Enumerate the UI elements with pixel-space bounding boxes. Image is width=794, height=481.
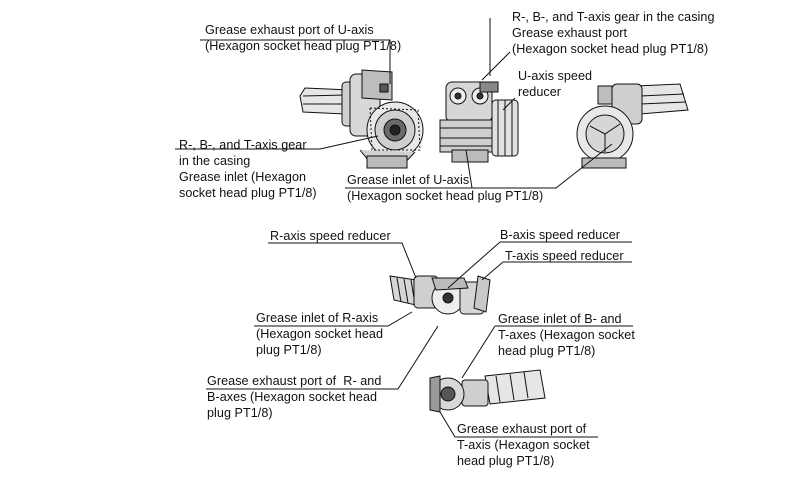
label-r-reducer: R-axis speed reducer: [270, 229, 391, 243]
label-rbt-gear-top: R-, B-, and T-axis gear in the casing Gr…: [512, 10, 715, 56]
leader-t-reducer: [481, 261, 632, 281]
label-bt-inlet: Grease inlet of B- and T-axes (Hexagon s…: [498, 312, 635, 358]
leader-u-inlet-2: [472, 143, 613, 189]
label-u-exhaust: Grease exhaust port of U-axis (Hexagon s…: [205, 23, 402, 53]
center-view-unit: [439, 81, 519, 163]
leader-r-reducer: [268, 242, 417, 279]
leader-rbt-gear-top-2: [481, 51, 511, 81]
label-t-reducer: T-axis speed reducer: [505, 249, 624, 263]
leader-lines: [175, 18, 633, 438]
leader-t-exhaust: [439, 411, 598, 438]
label-rb-exhaust: Grease exhaust port of R- and B-axes (He…: [207, 374, 382, 420]
label-t-exhaust: Grease exhaust port of T-axis (Hexagon s…: [457, 422, 590, 468]
leader-rbt-gear-inlet: [175, 135, 379, 150]
leader-r-inlet: [254, 311, 413, 327]
label-b-reducer: B-axis speed reducer: [500, 228, 621, 242]
leader-bt-inlet: [461, 325, 633, 379]
label-u-inlet: Grease inlet of U-axis (Hexagon socket h…: [347, 173, 544, 203]
right-view-unit: [576, 83, 689, 169]
label-r-inlet: Grease inlet of R-axis (Hexagon socket h…: [256, 311, 384, 357]
leader-u-exhaust: [200, 39, 391, 84]
label-rbt-gear-inlet: R-, B-, and T-axis gear in the casing Gr…: [179, 138, 317, 200]
label-u-reducer: U-axis speed reducer: [518, 69, 593, 99]
middle-wrist-unit: [389, 275, 491, 315]
leader-u-reducer: [502, 97, 516, 111]
bottom-wrist-unit: [429, 369, 546, 413]
left-view-unit: [299, 69, 424, 169]
leader-b-reducer: [447, 241, 632, 289]
leader-rb-exhaust: [206, 325, 439, 390]
